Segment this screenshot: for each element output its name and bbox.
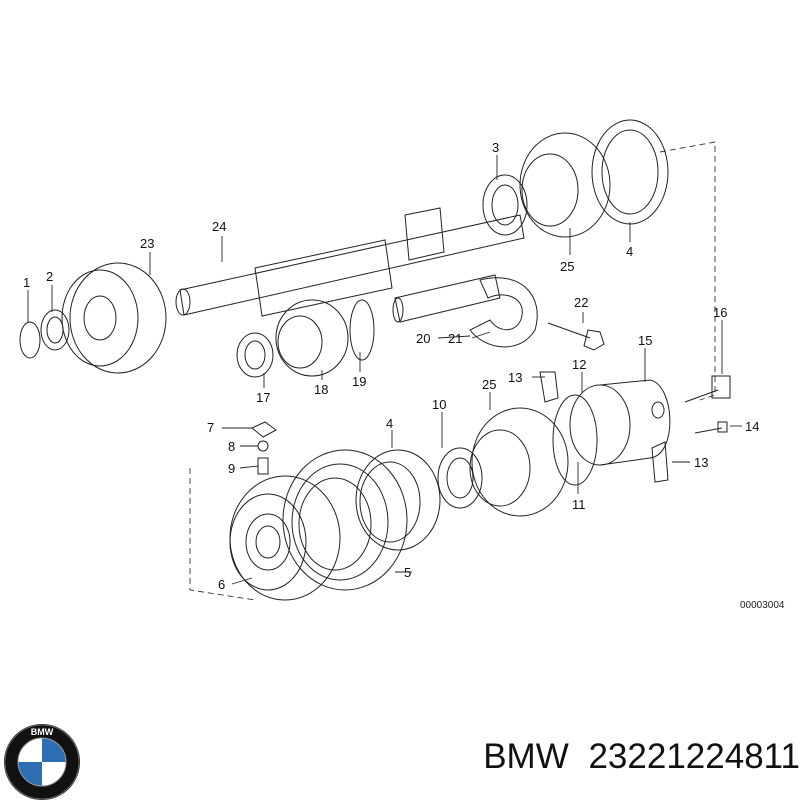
callout-14: 14 bbox=[745, 419, 759, 434]
callout-23: 23 bbox=[140, 236, 154, 251]
callout-25-top: 25 bbox=[560, 259, 574, 274]
callout-22: 22 bbox=[574, 295, 588, 310]
sliding-sleeve-5 bbox=[282, 449, 408, 591]
part-caption: BMW 23221224811 bbox=[410, 737, 800, 777]
ring-11-12 bbox=[552, 394, 598, 486]
part-number: 23221224811 bbox=[588, 737, 800, 776]
callout-8: 8 bbox=[228, 439, 235, 454]
exploded-parts-diagram: 1 2 3 4 4 5 6 7 8 9 10 11 12 13 13 14 15… bbox=[19, 119, 785, 611]
callout-7: 7 bbox=[207, 420, 214, 435]
brand-name: BMW bbox=[483, 737, 569, 776]
main-shaft bbox=[175, 207, 525, 317]
shift-fork-21 bbox=[469, 277, 538, 348]
bmw-roundel-logo: BMW bbox=[4, 724, 80, 800]
callout-4-bottom: 4 bbox=[386, 416, 393, 431]
sleeve-15 bbox=[569, 379, 671, 466]
gear-25-top bbox=[519, 132, 611, 238]
callout-11: 11 bbox=[572, 497, 586, 512]
callout-10: 10 bbox=[432, 397, 446, 412]
bolt-22 bbox=[547, 322, 605, 351]
callout-17: 17 bbox=[256, 390, 270, 405]
gear-25-bottom bbox=[469, 407, 569, 517]
thrust-washer-19 bbox=[349, 299, 375, 361]
callout-15: 15 bbox=[638, 333, 652, 348]
callout-12: 12 bbox=[572, 357, 586, 372]
callout-2: 2 bbox=[46, 269, 53, 284]
leader-lines bbox=[27, 155, 742, 585]
bolt-16 bbox=[684, 375, 731, 403]
callout-3: 3 bbox=[492, 140, 499, 155]
callout-6: 6 bbox=[218, 577, 225, 592]
callout-20: 20 bbox=[416, 331, 430, 346]
callout-13-bottom: 13 bbox=[694, 455, 708, 470]
callout-9: 9 bbox=[228, 461, 235, 476]
callout-16: 16 bbox=[713, 305, 727, 320]
needle-bearing-10 bbox=[437, 447, 483, 509]
callout-24: 24 bbox=[212, 219, 226, 234]
callout-labels: 1 2 3 4 4 5 6 7 8 9 10 11 12 13 13 14 15… bbox=[23, 140, 785, 611]
circlip-1 bbox=[19, 321, 41, 359]
screw-14 bbox=[694, 421, 728, 434]
locking-plate-13 bbox=[539, 371, 669, 483]
synchro-ring-4-bottom bbox=[355, 449, 441, 551]
assembly-frame bbox=[189, 141, 716, 601]
callout-4-top: 4 bbox=[626, 244, 633, 259]
callout-25-bottom: 25 bbox=[482, 377, 496, 392]
callout-21: 21 bbox=[448, 331, 462, 346]
shaft-20 bbox=[392, 274, 501, 323]
callout-13-top: 13 bbox=[508, 370, 522, 385]
callout-5: 5 bbox=[404, 565, 411, 580]
callout-19: 19 bbox=[352, 374, 366, 389]
callout-1: 1 bbox=[23, 275, 30, 290]
reverse-gear-18 bbox=[275, 299, 349, 377]
gear-23 bbox=[61, 262, 167, 374]
diagram-reference-code: 00003004 bbox=[740, 600, 785, 611]
needle-bearing-2 bbox=[40, 309, 70, 351]
callout-18: 18 bbox=[314, 382, 328, 397]
logo-lettering: BMW bbox=[31, 727, 54, 737]
gear-6 bbox=[229, 475, 341, 601]
synchro-ring-4-top bbox=[591, 119, 669, 225]
needle-bearing-3 bbox=[482, 174, 528, 236]
needle-bearing-17 bbox=[236, 332, 274, 378]
